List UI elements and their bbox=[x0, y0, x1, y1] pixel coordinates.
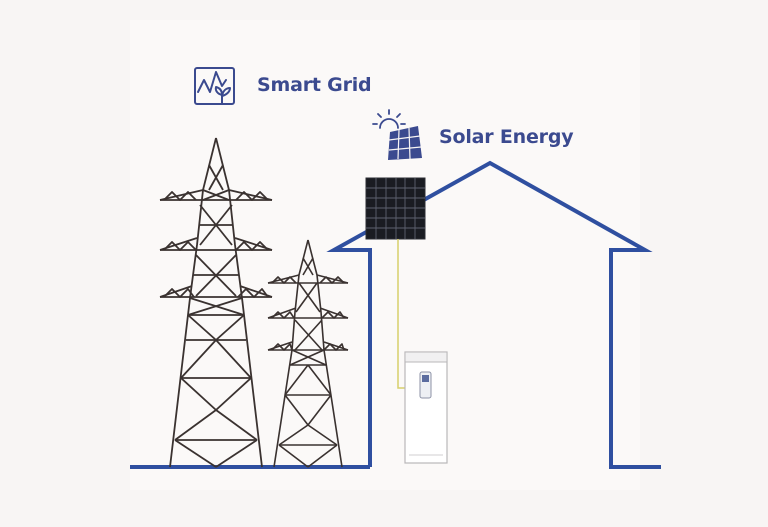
battery-storage-unit bbox=[404, 351, 448, 464]
roof-solar-panel bbox=[365, 177, 426, 240]
large-transmission-tower bbox=[159, 137, 273, 468]
solar-panel-sun-icon bbox=[372, 109, 422, 160]
smart-grid-label: Smart Grid bbox=[257, 74, 372, 96]
house-outline bbox=[326, 160, 653, 467]
illustration-backdrop bbox=[130, 20, 640, 490]
panel-cable bbox=[397, 239, 405, 389]
small-transmission-tower bbox=[267, 239, 349, 468]
smart-grid-icon bbox=[194, 67, 235, 105]
solar-energy-label: Solar Energy bbox=[439, 126, 574, 148]
